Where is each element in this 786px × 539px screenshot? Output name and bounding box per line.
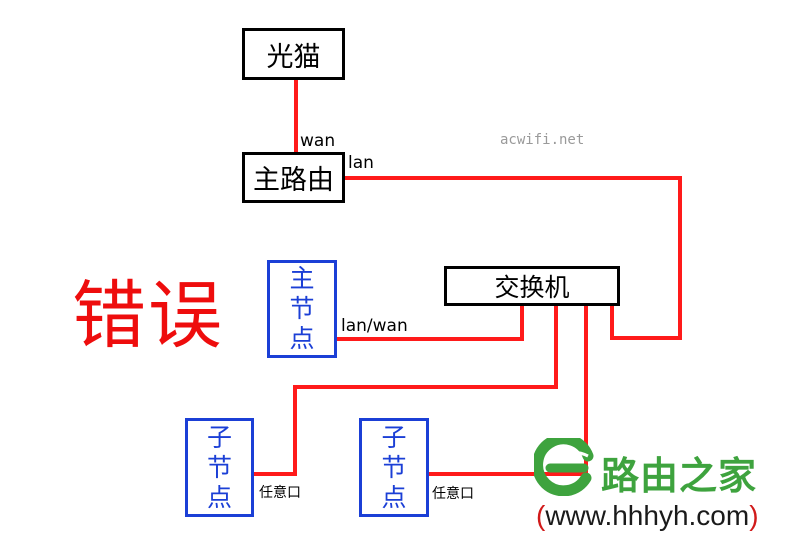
diagram-title: 错误	[72, 273, 224, 359]
any-port-label-2: 任意口	[432, 486, 474, 502]
main-router-box: 主路由	[242, 152, 345, 203]
lan-wan-port-label: lan/wan	[341, 316, 408, 336]
logo-url-close: )	[749, 500, 759, 531]
lan-port-label: lan	[348, 153, 374, 173]
logo-url: (www.hhhyh.com)	[536, 500, 759, 532]
sub-node-char: 点	[206, 482, 232, 512]
logo-url-text: www.hhhyh.com	[545, 500, 750, 531]
sub-node-char: 点	[381, 482, 407, 512]
sub-node-char: 子	[381, 422, 407, 452]
wire-switch-sub-node-1	[253, 303, 558, 476]
main-router-label: 主路由	[253, 165, 334, 196]
switch-label: 交换机	[494, 273, 570, 302]
sub-node-char: 节	[381, 452, 407, 482]
logo-name: 路由之家	[601, 454, 758, 498]
wire-switch-main-node	[337, 303, 524, 341]
green-e-swoosh-icon	[534, 438, 594, 496]
main-node-char: 点	[289, 324, 315, 353]
watermark: acwifi.net	[500, 132, 585, 148]
main-node-char: 节	[289, 294, 315, 323]
optical-modem-label: 光猫	[266, 41, 321, 73]
wire-router-lan-switch	[344, 176, 682, 340]
main-node-box: 主 节 点	[267, 260, 337, 358]
sub-node-1-box: 子 节 点	[185, 418, 254, 517]
sub-node-char: 节	[206, 452, 232, 482]
sub-node-2-box: 子 节 点	[359, 418, 429, 517]
optical-modem-box: 光猫	[242, 28, 345, 80]
switch-box: 交换机	[444, 266, 620, 306]
wan-port-label: wan	[300, 131, 336, 151]
logo-url-open: (	[536, 500, 546, 531]
main-node-char: 主	[289, 264, 315, 293]
any-port-label-1: 任意口	[259, 485, 301, 501]
sub-node-char: 子	[206, 422, 232, 452]
